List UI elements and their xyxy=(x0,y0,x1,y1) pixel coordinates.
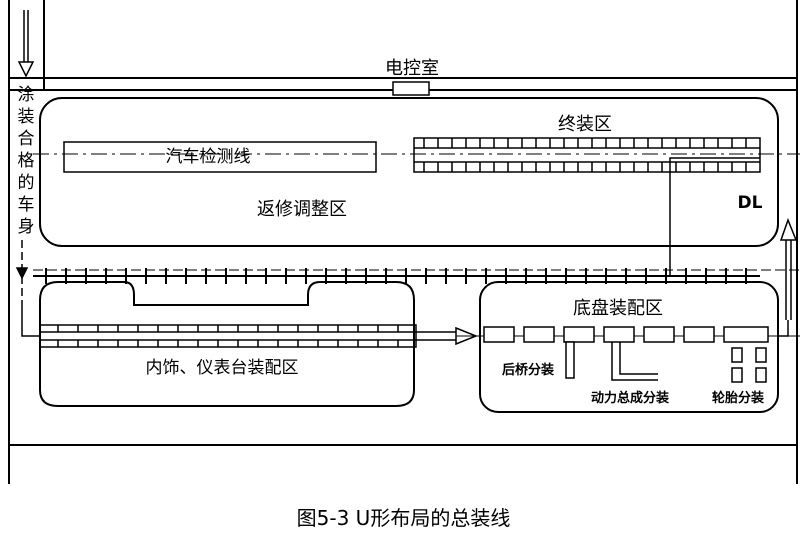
interior-area-label: 内饰、仪表台装配区 xyxy=(146,358,299,378)
final-assembly-label: 终装区 xyxy=(558,114,612,135)
left-conveyor xyxy=(15,240,29,300)
inspection-line-label: 汽车检测线 xyxy=(166,147,251,167)
chassis-area-label: 底盘装配区 xyxy=(573,298,663,319)
left-feed-line xyxy=(21,300,40,337)
control-room-label: 电控室 xyxy=(385,58,439,79)
interior-area-region xyxy=(39,281,415,407)
interior-conveyor xyxy=(39,324,417,348)
powertrain-feeder xyxy=(611,342,658,381)
dl-label: DL xyxy=(738,193,763,213)
repair-area-label: 返修调整区 xyxy=(257,199,347,220)
final-assembly-region xyxy=(39,97,779,247)
final-assembly-conveyor xyxy=(413,137,761,173)
right-up-arrow xyxy=(779,217,798,320)
figure-caption: 图5-3 U形布局的总装线 xyxy=(296,506,511,530)
incoming-arrow xyxy=(17,10,35,78)
rear-axle-feeder xyxy=(565,341,575,379)
chassis-area-region xyxy=(479,281,779,413)
chassis-exit-line xyxy=(778,320,789,337)
chassis-conveyor xyxy=(456,326,800,343)
tire-label: 轮胎分装 xyxy=(712,390,764,406)
inspection-line-box xyxy=(63,141,377,173)
rear-axle-label: 后桥分装 xyxy=(502,362,554,378)
control-room-box xyxy=(392,81,430,96)
painted-body-label: 涂装合格的车身 xyxy=(18,85,35,237)
transfer-line xyxy=(669,157,760,276)
tire-feeder xyxy=(731,347,767,383)
powertrain-label: 动力总成分装 xyxy=(591,390,669,406)
